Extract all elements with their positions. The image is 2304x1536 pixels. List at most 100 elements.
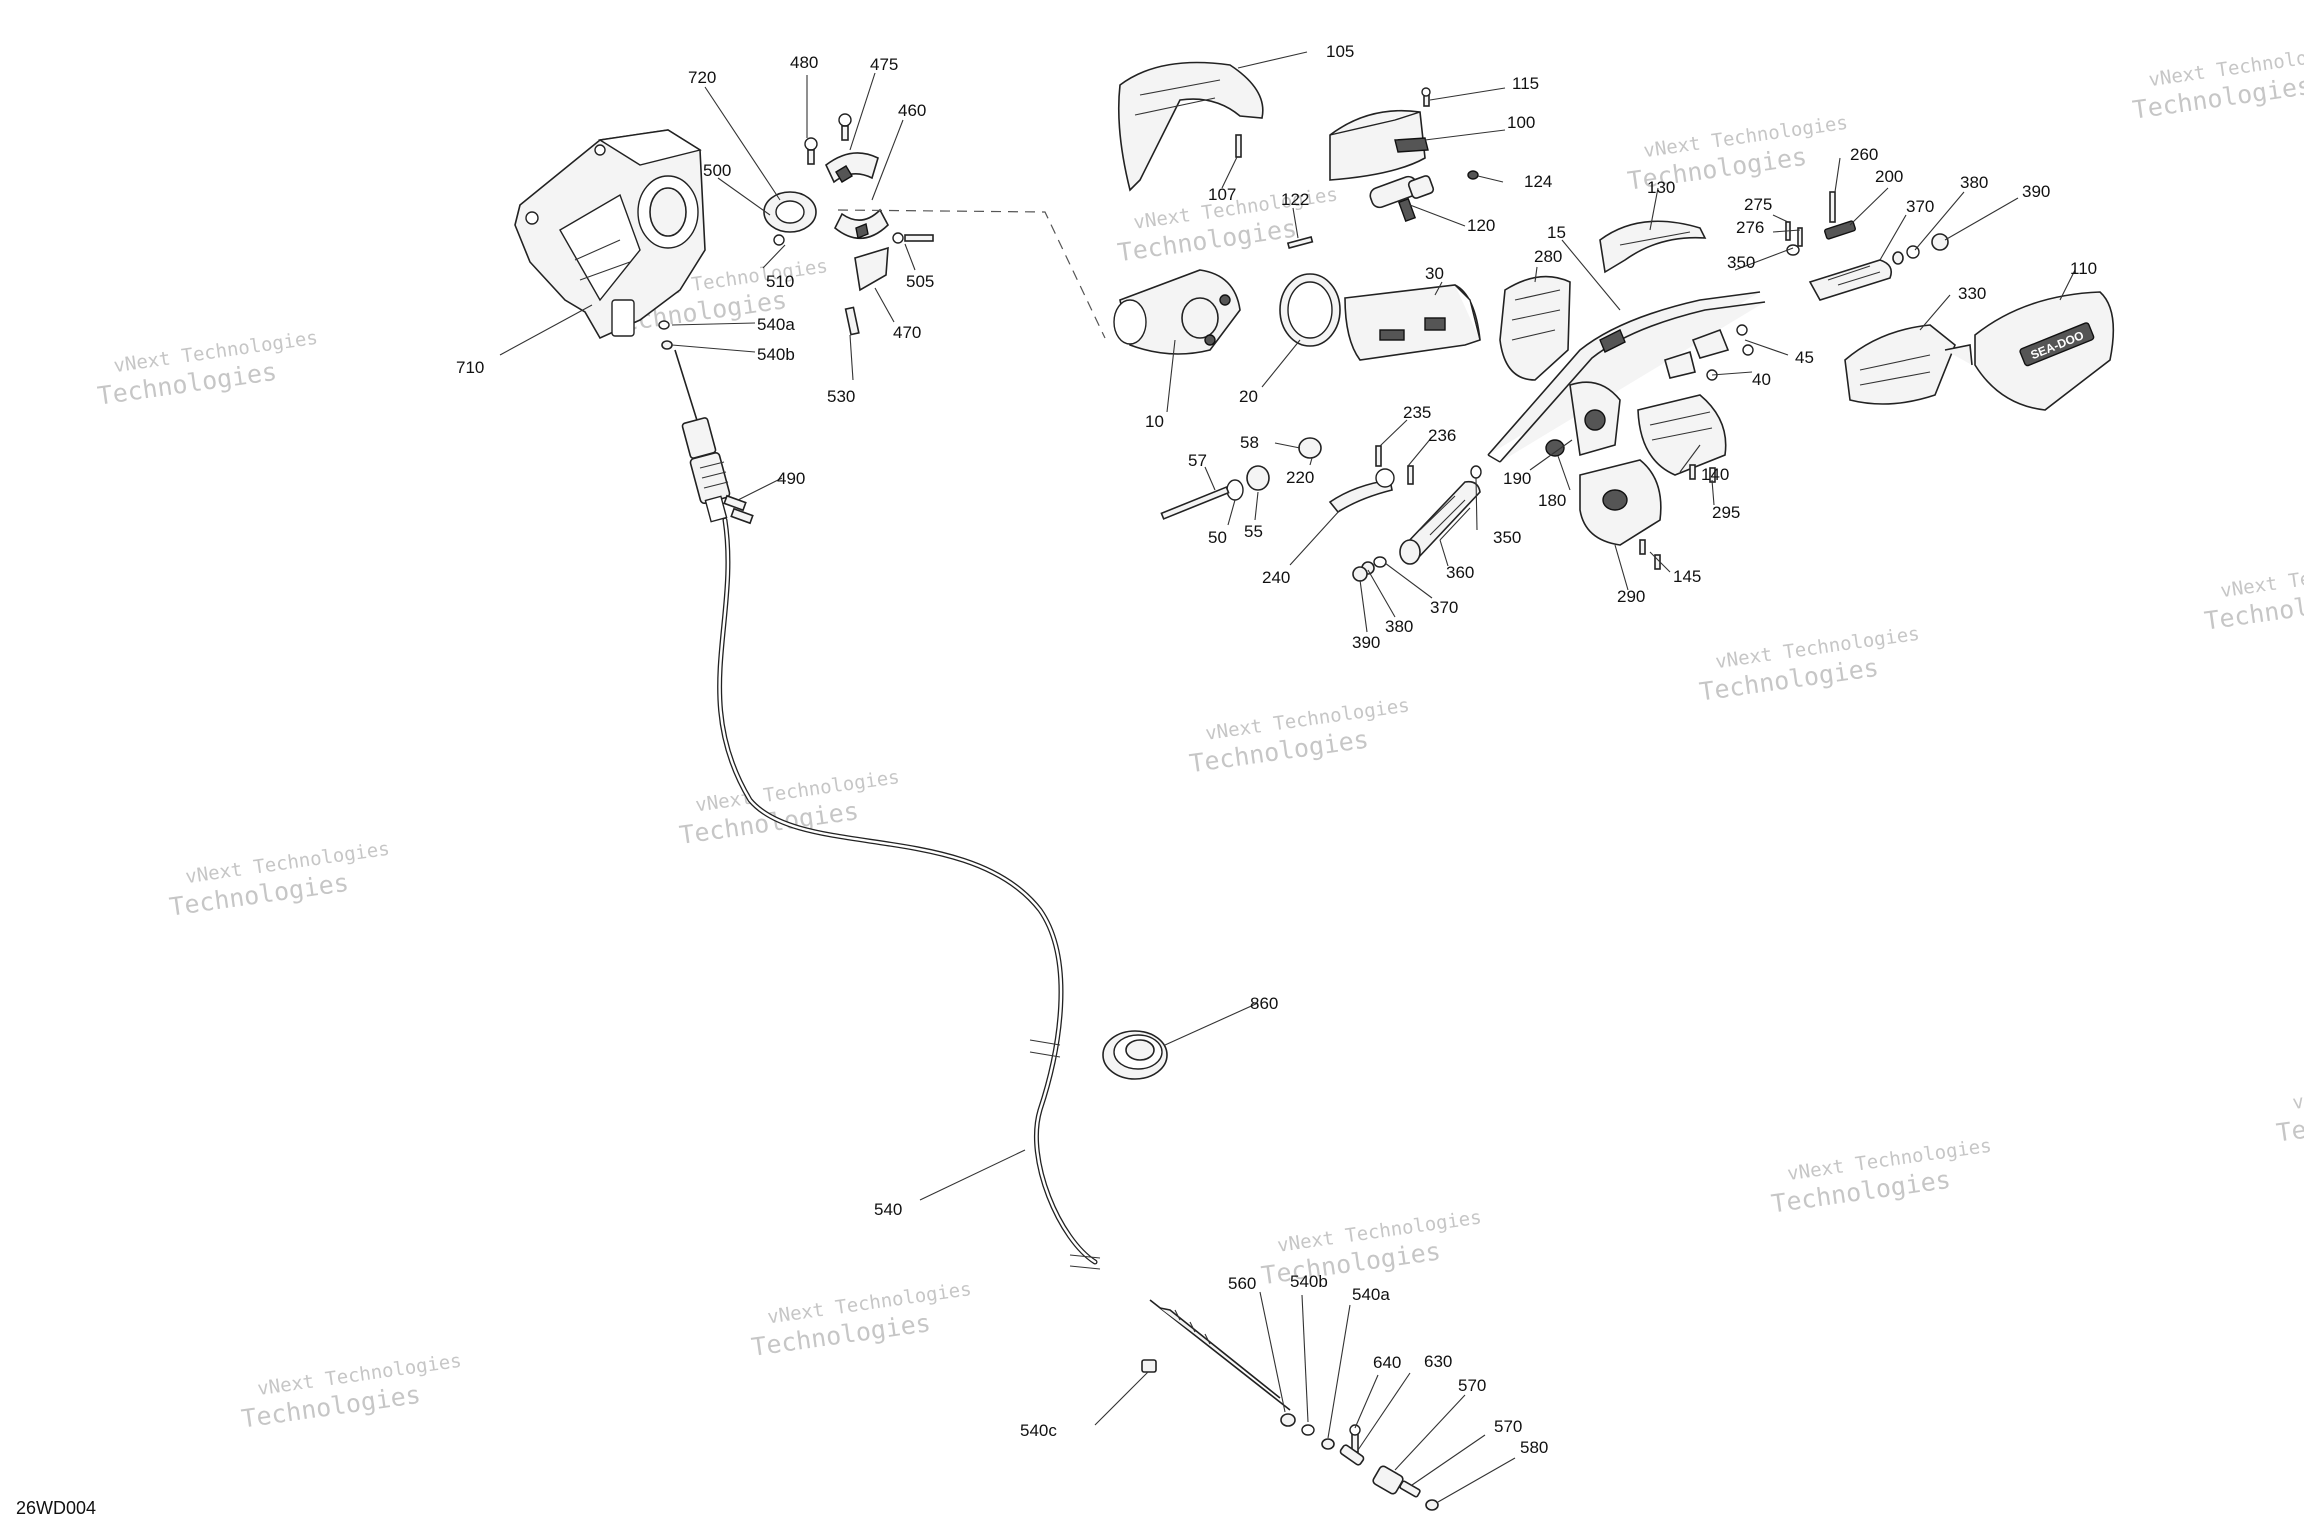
callout-490: 490	[777, 469, 805, 488]
end-plug-370-380-390-right	[1892, 233, 1949, 265]
watermark: vNext Technologies Technologies	[749, 1278, 972, 1362]
callout-390-left: 390	[1352, 633, 1380, 652]
callout-370-left: 370	[1430, 598, 1458, 617]
callout-275: 275	[1744, 195, 1772, 214]
fitting-540c	[1141, 1359, 1157, 1373]
callout-540: 540	[874, 1200, 902, 1219]
leader-lines	[499, 51, 2076, 1503]
callout-58: 58	[1240, 433, 1259, 452]
callout-570-a: 570	[1458, 1376, 1486, 1395]
callout-236: 236	[1428, 426, 1456, 445]
callout-475: 475	[870, 55, 898, 74]
bracket-40	[1664, 350, 1696, 379]
upper-cover-105	[1117, 61, 1264, 192]
clamp-475	[825, 152, 879, 184]
watermark-grid: vNext Technologies Technologies vNext Te…	[96, 41, 2304, 1434]
washer-350-left	[1470, 465, 1482, 479]
callout-120: 120	[1467, 216, 1495, 235]
callout-240: 240	[1262, 568, 1290, 587]
callout-200: 200	[1875, 167, 1903, 186]
module-30	[1344, 284, 1481, 361]
callout-190: 190	[1503, 469, 1531, 488]
callout-45: 45	[1795, 348, 1814, 367]
watermark: vNext Technologies Technologies	[1769, 1135, 1992, 1219]
callout-500: 500	[703, 161, 731, 180]
callout-480: 480	[790, 53, 818, 72]
nut-540b	[661, 340, 673, 350]
callout-860: 860	[1250, 994, 1278, 1013]
ring-20	[1279, 273, 1341, 347]
grommet-860	[1102, 1030, 1168, 1080]
callout-235: 235	[1403, 403, 1431, 422]
washer-510	[773, 234, 785, 246]
clamp-460	[833, 208, 889, 240]
callout-350-left: 350	[1493, 528, 1521, 547]
watermark: vNext Technologies Technologies	[2203, 552, 2304, 636]
screws-480	[804, 113, 852, 165]
callout-130: 130	[1647, 178, 1675, 197]
housing-330	[1844, 324, 1973, 405]
callout-330: 330	[1958, 284, 1986, 303]
sensor-260	[1824, 191, 1856, 240]
switch-housing-190	[1569, 381, 1621, 457]
grip-200	[1808, 259, 1893, 301]
coupler-10	[1113, 269, 1241, 355]
assembly-axis	[837, 209, 1106, 339]
callout-540b: 540b	[757, 345, 795, 364]
callout-124: 124	[1524, 172, 1552, 191]
callout-460: 460	[898, 101, 926, 120]
diagram-id: 26WD004	[16, 1498, 96, 1518]
watermark: vNext Technologies Technologies	[168, 838, 391, 922]
callout-380-left: 380	[1385, 617, 1413, 636]
callout-370-right: 370	[1906, 197, 1934, 216]
callout-labels: 105 115 100 107 124 122 120 130 15 260 2…	[456, 42, 2097, 1457]
screws-490	[723, 494, 754, 525]
watermark: vNext Technologies Technologies	[96, 327, 319, 411]
ball-joint-630	[1339, 1444, 1365, 1466]
callout-360: 360	[1446, 563, 1474, 582]
cover-280	[1499, 275, 1571, 381]
callout-57: 57	[1188, 451, 1207, 470]
watermark: vNext Technologies Technologies	[1188, 694, 1411, 778]
callout-710: 710	[456, 358, 484, 377]
washer-540b	[1301, 1424, 1315, 1436]
clevis-570	[1372, 1465, 1404, 1495]
lever-240	[1328, 468, 1395, 514]
bracket-470	[854, 246, 889, 292]
washer-50	[1226, 479, 1244, 501]
watermark: vNext Technologies Technologies	[678, 766, 901, 850]
callout-145: 145	[1673, 567, 1701, 586]
callout-580: 580	[1520, 1438, 1548, 1457]
callout-260: 260	[1850, 145, 1878, 164]
callout-470: 470	[893, 323, 921, 342]
bushing-58	[1298, 437, 1322, 459]
bushing-55	[1246, 465, 1270, 491]
nut-580	[1425, 1499, 1439, 1511]
callout-380-right: 380	[1960, 173, 1988, 192]
housing-100	[1329, 109, 1429, 181]
callout-40: 40	[1752, 370, 1771, 389]
callout-640: 640	[1373, 1353, 1401, 1372]
callout-100: 100	[1507, 113, 1535, 132]
callout-290: 290	[1617, 587, 1645, 606]
callout-55: 55	[1244, 522, 1263, 541]
watermark: vNext Technologies Technologies	[239, 1350, 462, 1434]
callout-570-b: 570	[1494, 1417, 1522, 1436]
callout-10: 10	[1145, 412, 1164, 431]
callout-720: 720	[688, 68, 716, 87]
callout-220: 220	[1286, 468, 1314, 487]
screw-122	[1286, 235, 1314, 249]
watermark: vNext Technologies Technologies	[2131, 41, 2304, 125]
switch-140	[1637, 394, 1727, 476]
grip-360	[1399, 480, 1481, 565]
nut-540a	[658, 320, 670, 330]
callout-15: 15	[1547, 223, 1566, 242]
bezel-720	[763, 191, 817, 233]
console-110: SEA-DOO	[1974, 291, 2115, 411]
callout-505: 505	[906, 272, 934, 291]
callout-540a-lower: 540a	[1352, 1285, 1390, 1304]
end-plug-370-380-390-left	[1352, 556, 1387, 582]
callout-276: 276	[1736, 218, 1764, 237]
nut-560	[1280, 1413, 1296, 1427]
